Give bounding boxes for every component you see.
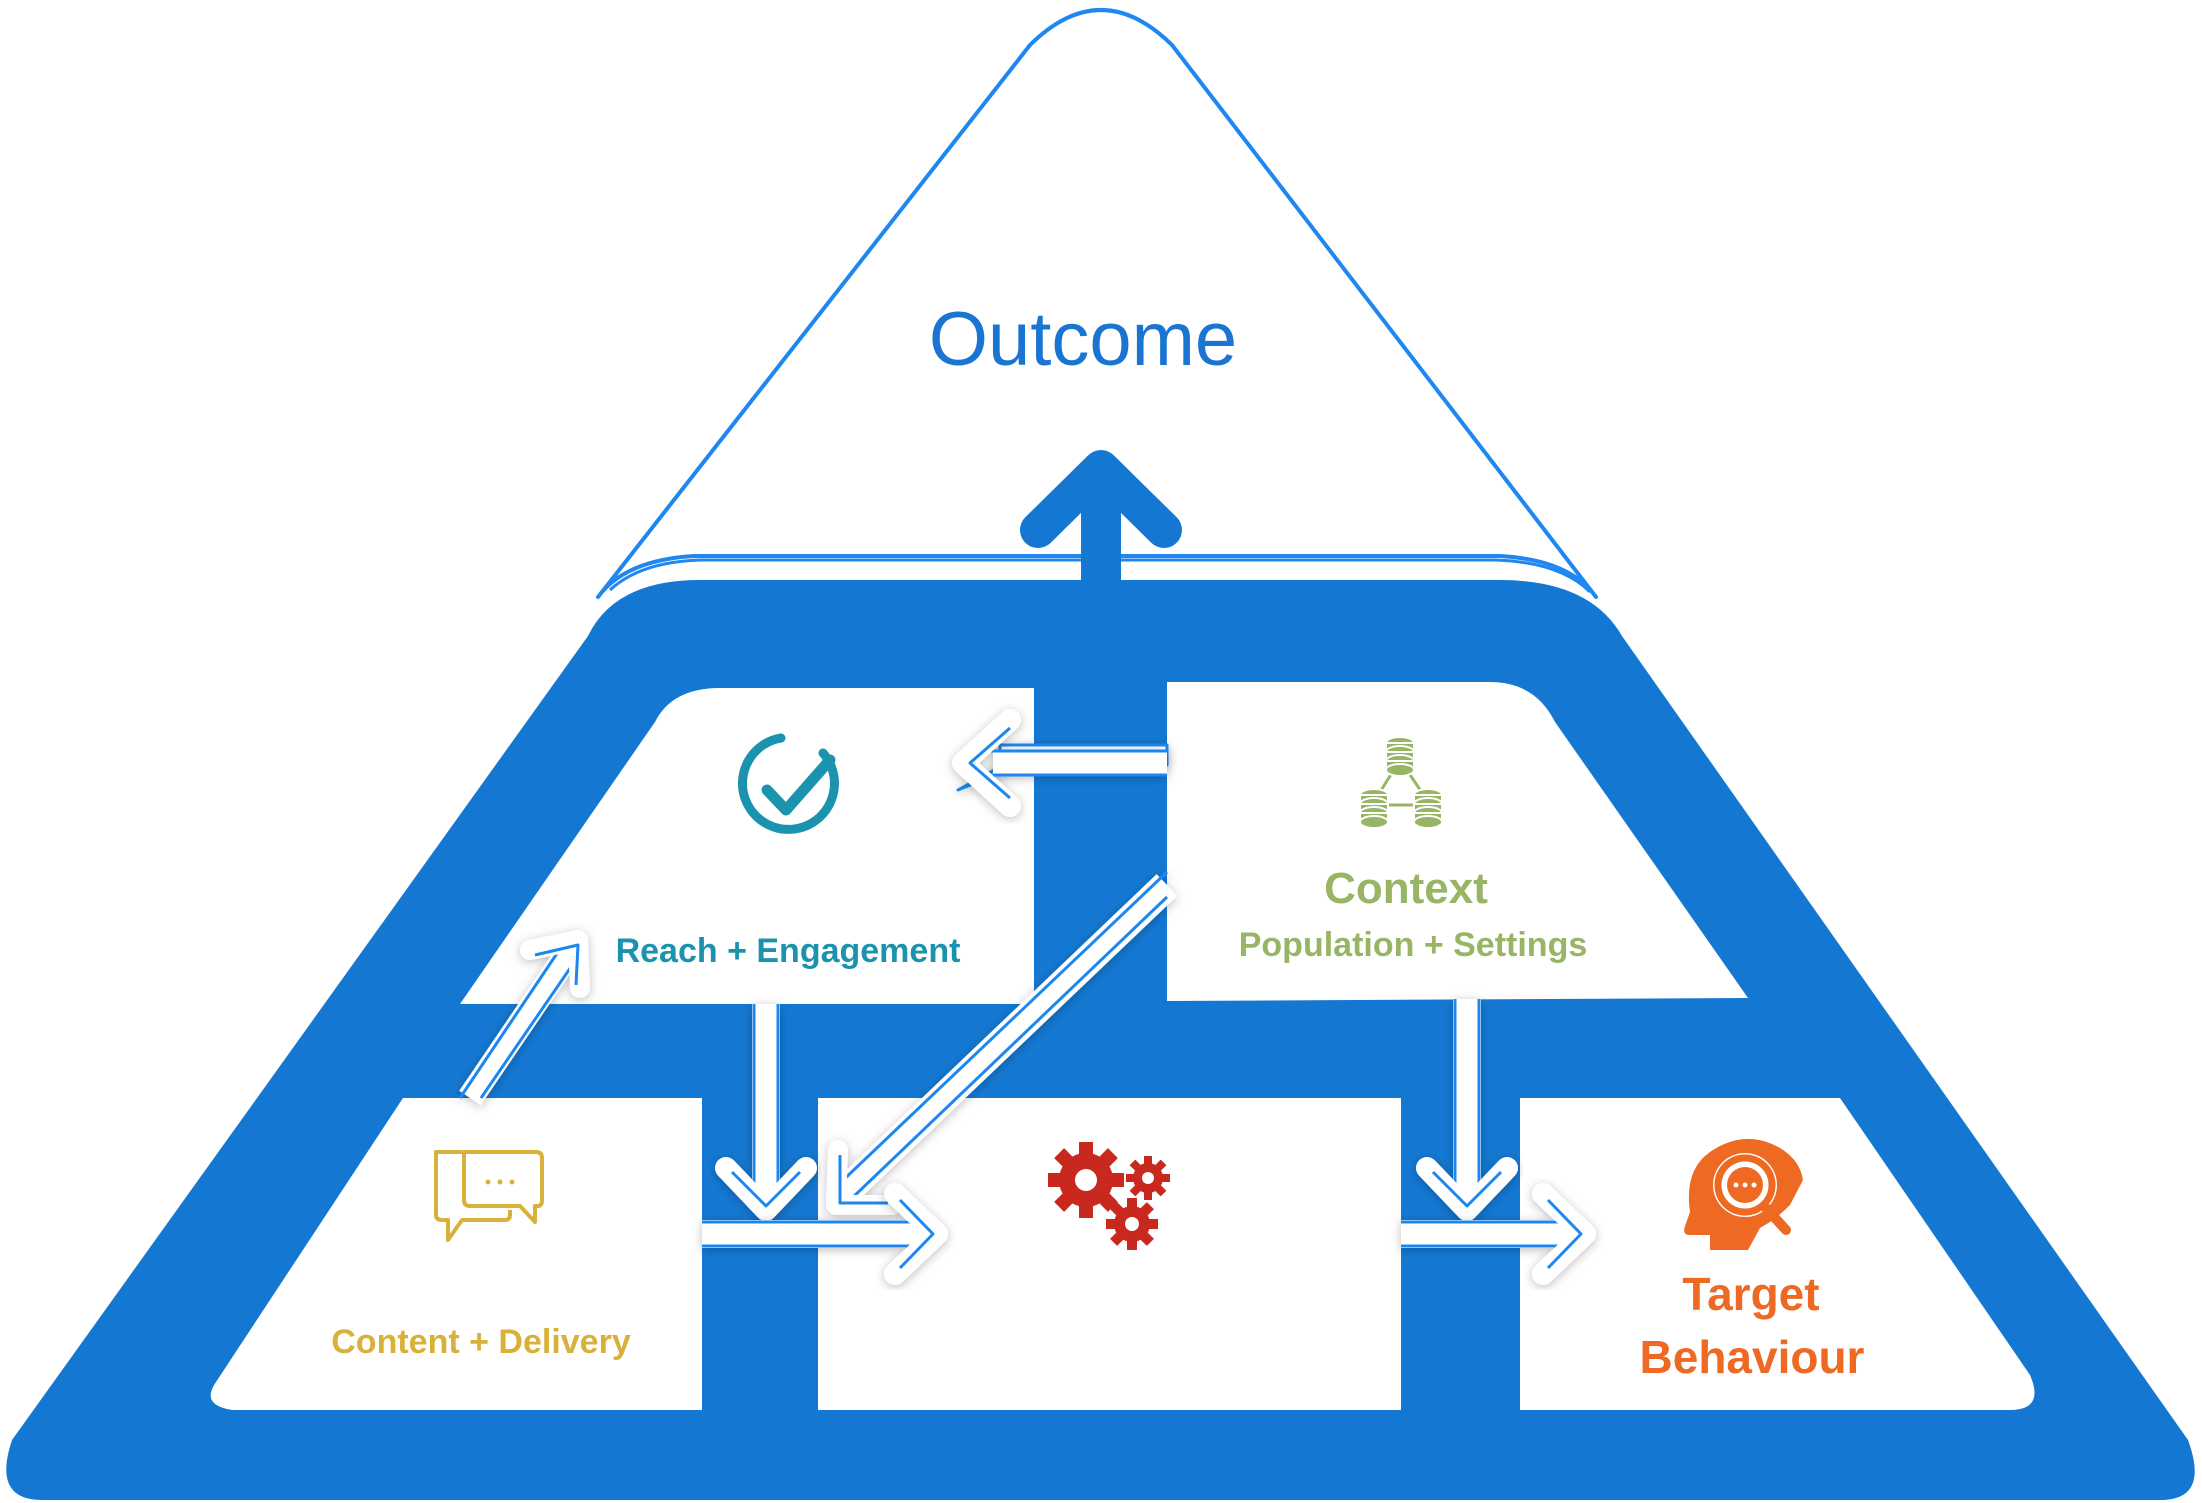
context-title: Context	[1324, 864, 1488, 913]
reach-engagement-panel	[460, 688, 1034, 1004]
outcome-triangle	[596, 8, 1598, 599]
arrow-reach-to-mechanism	[715, 1004, 817, 1221]
target-behaviour-line1: Target	[1682, 1268, 1819, 1320]
arrow-context-to-target	[1416, 999, 1518, 1221]
database-network-icon	[1359, 736, 1443, 829]
arrow-mechanism-to-target	[1401, 1183, 1596, 1285]
outcome-base-outline	[608, 558, 1592, 594]
content-delivery-panel	[210, 1098, 702, 1410]
arrow-content-to-reach	[458, 930, 590, 1106]
arrow-content-to-mechanism	[702, 1183, 948, 1285]
reach-engagement-label: Reach + Engagement	[616, 932, 961, 970]
chat-bubbles-icon	[434, 1150, 544, 1242]
content-delivery-label: Content + Delivery	[331, 1323, 631, 1361]
target-behaviour-panel	[1520, 1098, 2035, 1410]
head-search-icon	[1684, 1138, 1803, 1250]
up-arrow	[1020, 450, 1182, 690]
arrow-context-to-mechanism	[826, 870, 1178, 1215]
check-circle-icon	[738, 733, 839, 834]
context-subtitle: Population + Settings	[1239, 926, 1588, 964]
arrow-context-to-reach-group	[952, 709, 1167, 817]
context-panel	[1167, 682, 1748, 1001]
outcome-label: Outcome	[929, 297, 1237, 382]
target-behaviour-line2: Behaviour	[1640, 1331, 1865, 1383]
